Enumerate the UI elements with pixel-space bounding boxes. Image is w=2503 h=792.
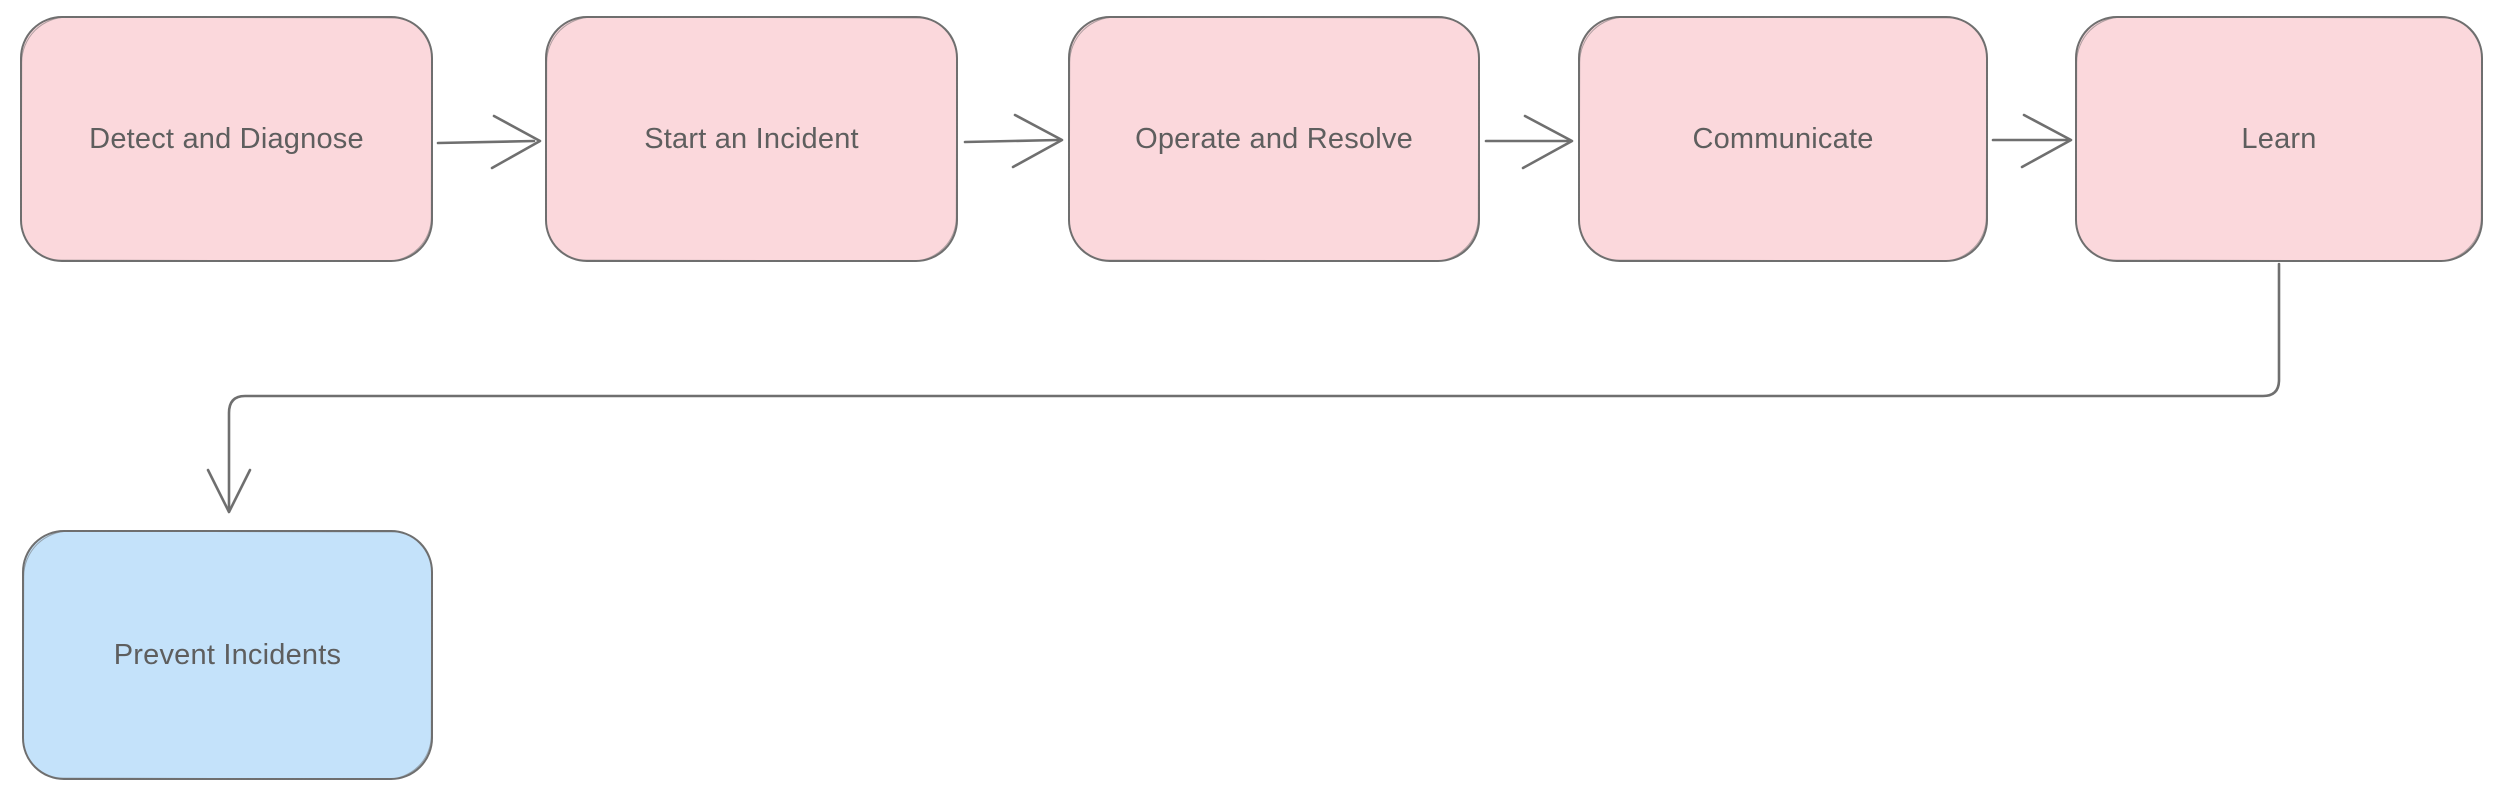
node-label-detect-and-diagnose: Detect and Diagnose [89, 122, 364, 155]
arrow-detect-to-start-icon[interactable] [436, 114, 542, 170]
node-label-prevent-incidents: Prevent Incidents [113, 638, 342, 671]
node-label-learn: Learn [2241, 122, 2317, 155]
node-learn[interactable]: Learn [2075, 16, 2483, 262]
node-label-communicate: Communicate [1692, 122, 1874, 155]
node-detect-and-diagnose[interactable]: Detect and Diagnose [20, 16, 433, 262]
connector-learn-to-prevent-icon[interactable] [206, 262, 2281, 514]
node-communicate[interactable]: Communicate [1578, 16, 1988, 262]
arrow-start-to-operate-icon[interactable] [963, 113, 1064, 169]
node-prevent-incidents[interactable]: Prevent Incidents [22, 530, 433, 780]
arrow-communicate-to-learn-icon[interactable] [1991, 113, 2073, 169]
node-label-start-an-incident: Start an Incident [644, 122, 859, 155]
node-label-operate-and-resolve: Operate and Resolve [1135, 122, 1413, 155]
node-operate-and-resolve[interactable]: Operate and Resolve [1068, 16, 1480, 262]
arrow-operate-to-communicate-icon[interactable] [1484, 114, 1574, 170]
node-start-an-incident[interactable]: Start an Incident [545, 16, 958, 262]
